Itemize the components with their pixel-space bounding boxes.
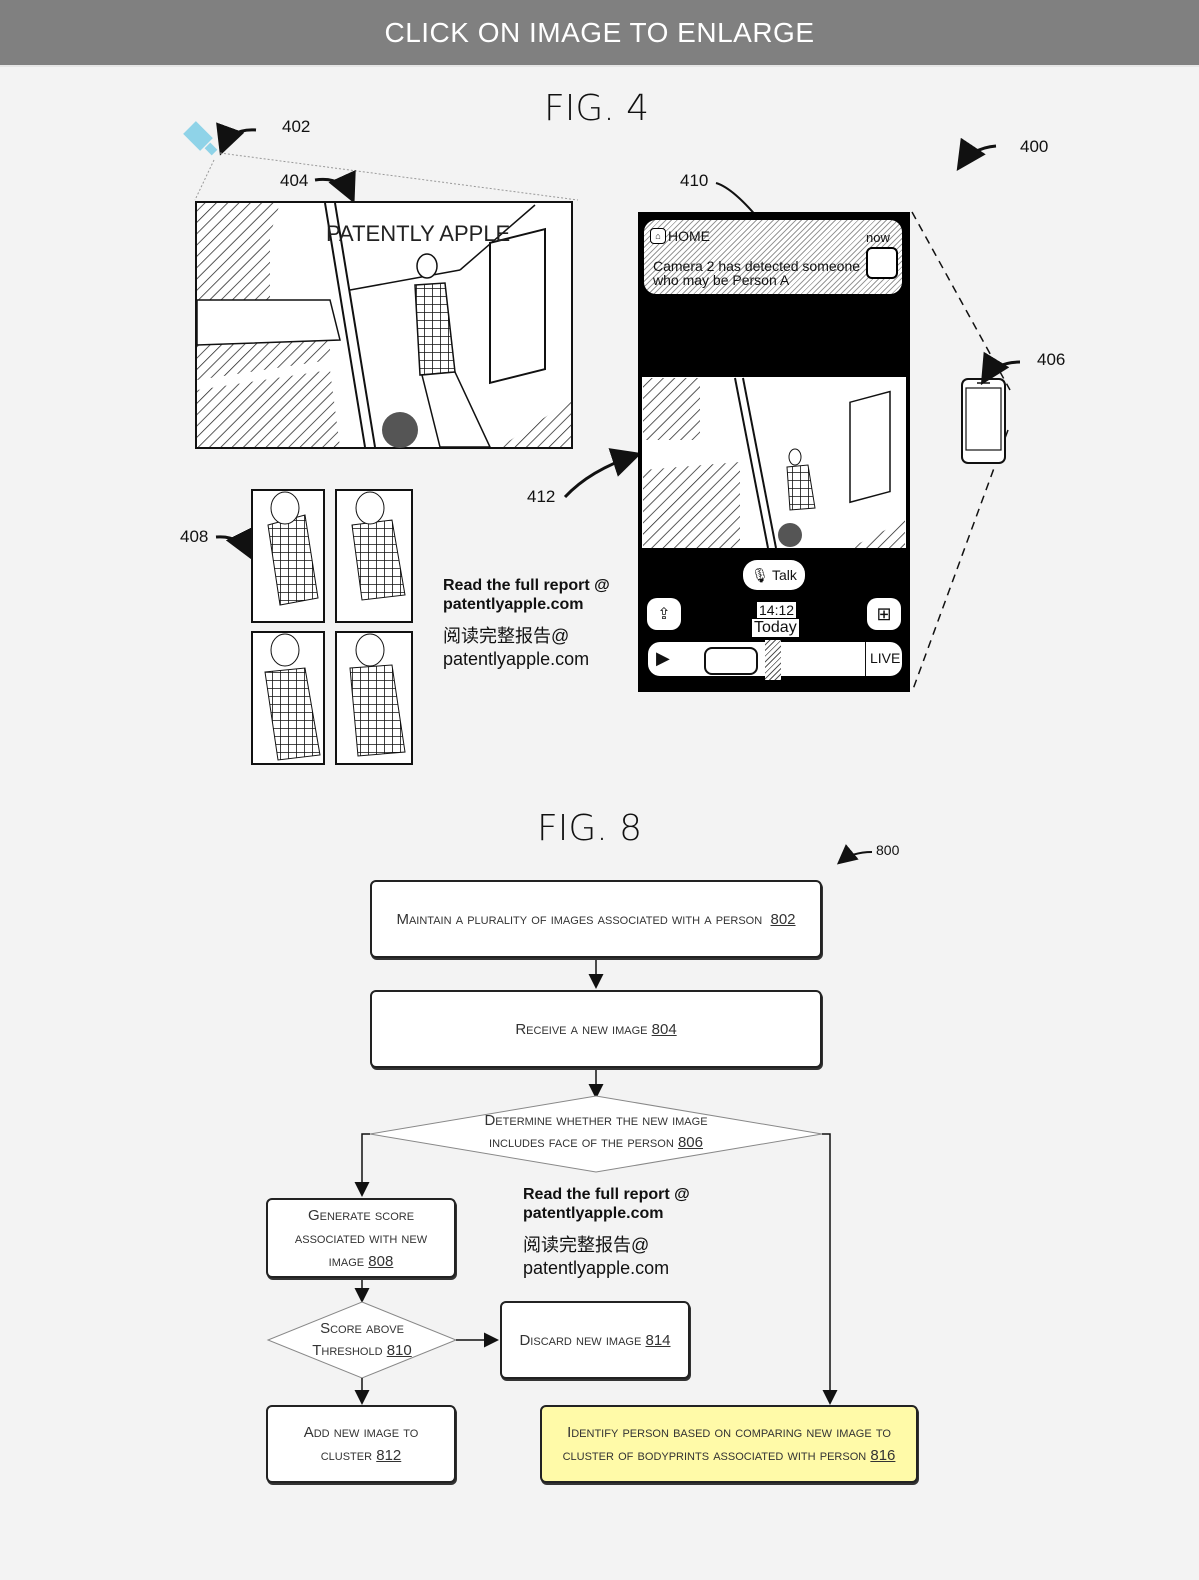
step-802-ref: 802: [770, 910, 796, 928]
ref-404: 404: [280, 171, 309, 190]
microphone-icon: 🎙: [751, 566, 769, 583]
grid-view-button[interactable]: ⊞: [867, 598, 901, 630]
step-812: Add new image to cluster 812: [266, 1405, 456, 1483]
grid-icon: ⊞: [876, 603, 892, 624]
step-806-ref: 806: [677, 1134, 703, 1151]
ref-408: 408: [180, 527, 209, 546]
talk-label: Talk: [771, 567, 797, 583]
arrow-412: [563, 448, 642, 499]
play-icon[interactable]: ▶: [656, 648, 670, 668]
live-button[interactable]: LIVE: [870, 650, 901, 666]
step-802-text: Maintain a plurality of images associate…: [396, 910, 763, 928]
share-button[interactable]: ⇪: [647, 598, 681, 630]
report-watermark-1[interactable]: Read the full report @ patentlyapple.com…: [443, 576, 610, 670]
ref-402: 402: [282, 117, 311, 136]
share-icon: ⇪: [657, 606, 671, 623]
step-810-ref: 810: [386, 1342, 412, 1359]
notification-banner[interactable]: [644, 220, 902, 294]
banner-label: CLICK ON IMAGE TO ENLARGE: [384, 16, 815, 48]
notification-time: now: [866, 230, 890, 245]
notification-line2: who may be Person A: [653, 272, 790, 288]
arrow-402: [216, 122, 257, 156]
banner-divider: [0, 65, 1199, 67]
step-810-line1: Score above: [320, 1320, 404, 1337]
step-810-line2: Threshold: [312, 1342, 383, 1359]
camera-icon: [183, 121, 218, 156]
step-812-line2: cluster: [320, 1447, 373, 1464]
step-812-ref: 812: [376, 1447, 402, 1464]
notification-thumbnail: [866, 247, 898, 279]
arrow-400: [956, 137, 997, 171]
ref-800: 800: [876, 842, 900, 858]
enlarge-image-banner[interactable]: CLICK ON IMAGE TO ENLARGE: [0, 0, 1199, 65]
step-816-line1: Identify person based on comparing new i…: [567, 1424, 891, 1441]
patently-apple-watermark: PATENTLY APPLE: [326, 221, 511, 246]
home-icon: ⌂: [650, 228, 666, 244]
step-816: Identify person based on comparing new i…: [540, 1405, 918, 1483]
step-804-ref: 804: [651, 1020, 677, 1038]
step-814: Discard new image 814: [500, 1301, 690, 1379]
watermark-line1: Read the full report @: [443, 577, 610, 594]
cropped-bodyprint-images: [251, 489, 413, 765]
ref-412: 412: [527, 487, 556, 506]
arrow-408: [215, 526, 253, 561]
smartphone-icon: [961, 378, 1006, 464]
step-806-line2: includes face of the person: [489, 1134, 674, 1151]
talk-button[interactable]: 🎙 Talk: [743, 560, 805, 590]
timeline-playhead[interactable]: [765, 640, 781, 680]
ref-400: 400: [1020, 137, 1049, 156]
step-804-text: Receive a new image: [515, 1020, 648, 1038]
notification-message: Camera 2 has detected someone who may be…: [653, 259, 860, 287]
decision-806-shape: [369, 1095, 823, 1173]
notification-line1: Camera 2 has detected someone: [653, 258, 861, 274]
arrow-406: [980, 351, 1021, 386]
step-808-line2: associated with new: [294, 1229, 428, 1247]
watermark2-line4: patentlyapple.com: [523, 1258, 670, 1278]
report-watermark-2[interactable]: Read the full report @ patentlyapple.com…: [523, 1185, 690, 1279]
step-808: Generate score associated with new image…: [266, 1198, 456, 1278]
fig4-title: FIG. 4: [544, 88, 650, 129]
watermark-line2: patentlyapple.com: [443, 596, 584, 613]
step-808-line1: Generate score: [307, 1206, 415, 1224]
watermark-line3: 阅读完整报告@: [443, 626, 570, 646]
step-806: Determine whether the new image includes…: [420, 1110, 772, 1154]
step-804: Receive a new image 804: [370, 990, 822, 1068]
notification-app-name: HOME: [668, 228, 710, 244]
watermark2-line2: patentlyapple.com: [523, 1205, 664, 1222]
notification-app: ⌂ HOME: [650, 228, 710, 244]
camera-view-image: [195, 201, 573, 449]
step-812-line1: Add new image to: [303, 1424, 419, 1441]
step-816-line2: cluster of bodyprints associated with pe…: [562, 1447, 867, 1464]
step-816-ref: 816: [870, 1447, 896, 1464]
timeline-time: 14:12: [757, 602, 797, 618]
step-802: Maintain a plurality of images associate…: [370, 880, 822, 958]
timeline-divider: [865, 642, 866, 676]
step-814-ref: 814: [645, 1331, 671, 1349]
watermark-line4: patentlyapple.com: [443, 649, 590, 669]
fig8-title: FIG. 8: [537, 808, 643, 849]
ref-410: 410: [680, 171, 709, 190]
step-814-text: Discard new image: [519, 1331, 642, 1349]
step-808-line3: image: [328, 1252, 365, 1270]
step-808-ref: 808: [368, 1252, 394, 1270]
step-806-line1: Determine whether the new image: [484, 1112, 708, 1129]
watermark2-line1: Read the full report @: [523, 1186, 690, 1203]
arrow-404: [314, 169, 356, 204]
timeline-day: Today: [752, 619, 799, 637]
ref-406: 406: [1037, 350, 1066, 369]
timeline-event-thumbnail[interactable]: [704, 647, 758, 675]
watermark2-line3: 阅读完整报告@: [523, 1235, 650, 1255]
step-810: Score above Threshold 810: [280, 1318, 444, 1362]
